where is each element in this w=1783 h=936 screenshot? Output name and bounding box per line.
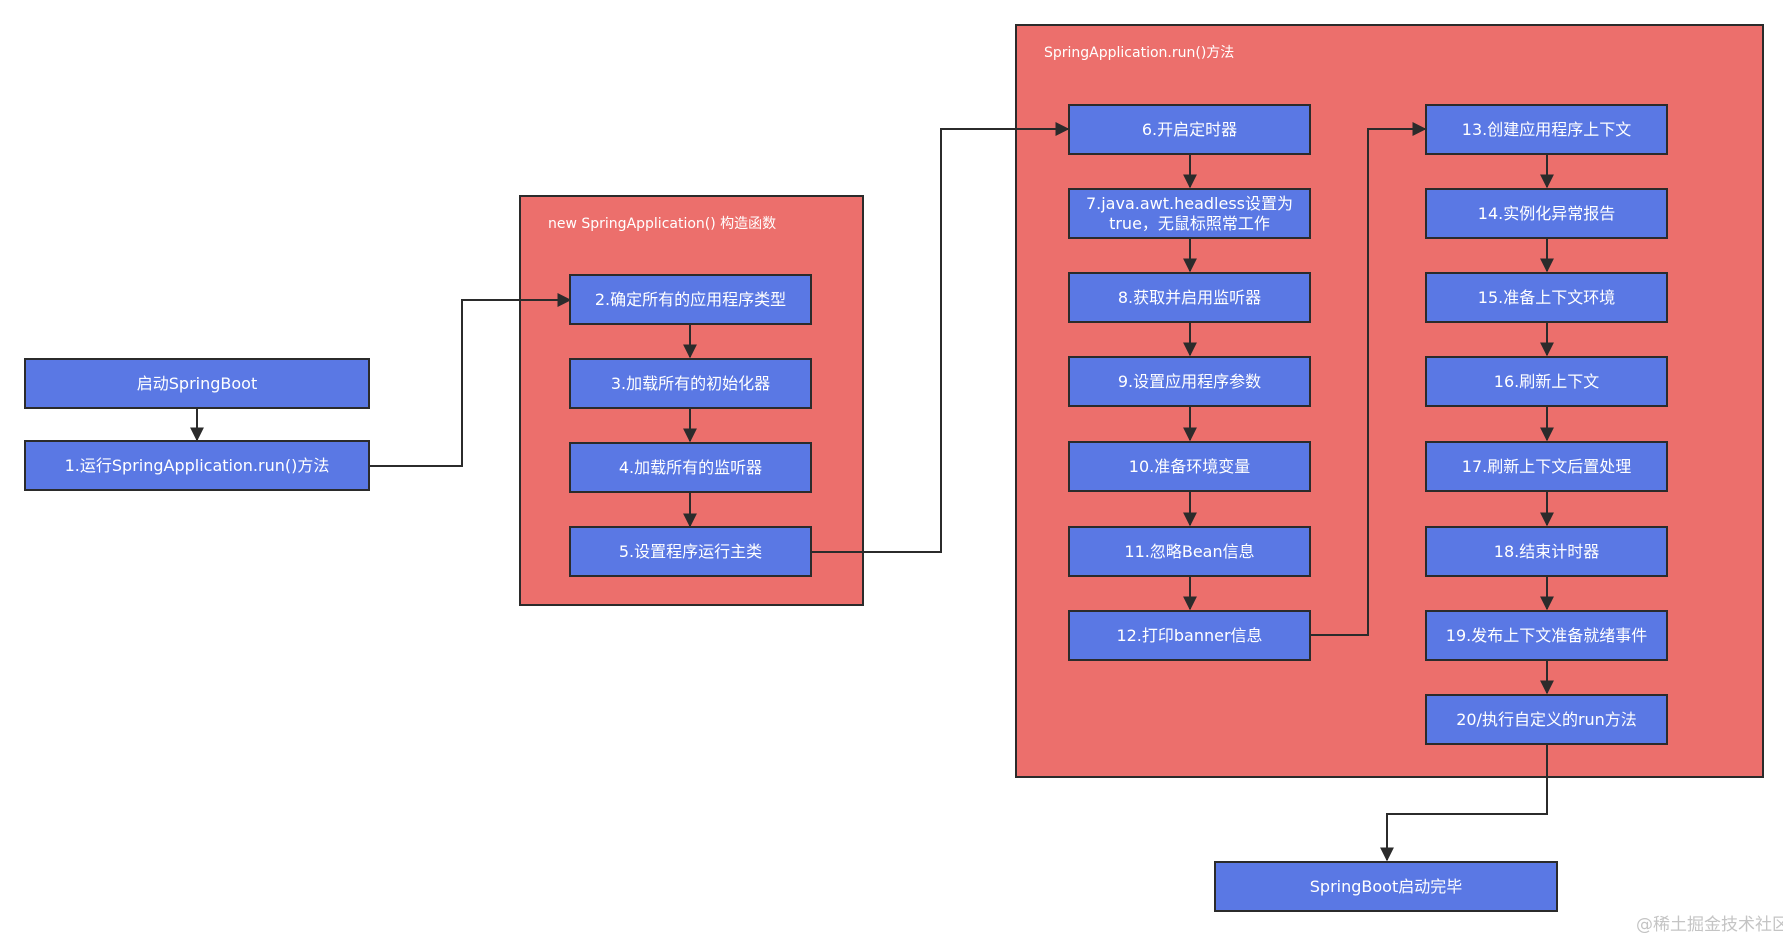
- node-step-17: 17.刷新上下文后置处理: [1425, 441, 1668, 492]
- node-step-7-line-2: true，无鼠标照常工作: [1109, 213, 1270, 233]
- node-step-14: 14.实例化异常报告: [1425, 188, 1668, 239]
- node-step-10: 10.准备环境变量: [1068, 441, 1311, 492]
- edge-s1-to-s2: [369, 293, 572, 467]
- edge-s12-to-s13: [1310, 122, 1427, 636]
- node-step-6: 6.开启定时器: [1068, 104, 1311, 155]
- node-end-springboot: SpringBoot启动完毕: [1214, 861, 1558, 912]
- node-step-7-line-1: 7.java.awt.headless设置为: [1085, 193, 1294, 213]
- node-step-19: 19.发布上下文准备就绪事件: [1425, 610, 1668, 661]
- node-start-springboot: 启动SpringBoot: [24, 358, 370, 409]
- constructor-group-title: new SpringApplication() 构造函数: [548, 216, 777, 232]
- node-step-9: 9.设置应用程序参数: [1068, 356, 1311, 407]
- node-step-2: 2.确定所有的应用程序类型: [569, 274, 812, 325]
- node-step-20: 20/执行自定义的run方法: [1425, 694, 1668, 745]
- watermark: @稀土掘金技术社区: [1636, 915, 1783, 935]
- node-step-3: 3.加载所有的初始化器: [569, 358, 812, 409]
- node-step-8: 8.获取并启用监听器: [1068, 272, 1311, 323]
- node-step-16: 16.刷新上下文: [1425, 356, 1668, 407]
- node-step-18: 18.结束计时器: [1425, 526, 1668, 577]
- node-step-15: 15.准备上下文环境: [1425, 272, 1668, 323]
- node-step-7: 7.java.awt.headless设置为 true，无鼠标照常工作: [1068, 188, 1311, 239]
- edge-s5-to-s6: [811, 122, 1070, 553]
- node-step-13: 13.创建应用程序上下文: [1425, 104, 1668, 155]
- node-step-5: 5.设置程序运行主类: [569, 526, 812, 577]
- edge-s20-to-end: [1380, 745, 1548, 862]
- run-method-group-title: SpringApplication.run()方法: [1044, 45, 1235, 61]
- node-step-1: 1.运行SpringApplication.run()方法: [24, 440, 370, 491]
- node-step-11: 11.忽略Bean信息: [1068, 526, 1311, 577]
- node-step-4: 4.加载所有的监听器: [569, 442, 812, 493]
- node-step-12: 12.打印banner信息: [1068, 610, 1311, 661]
